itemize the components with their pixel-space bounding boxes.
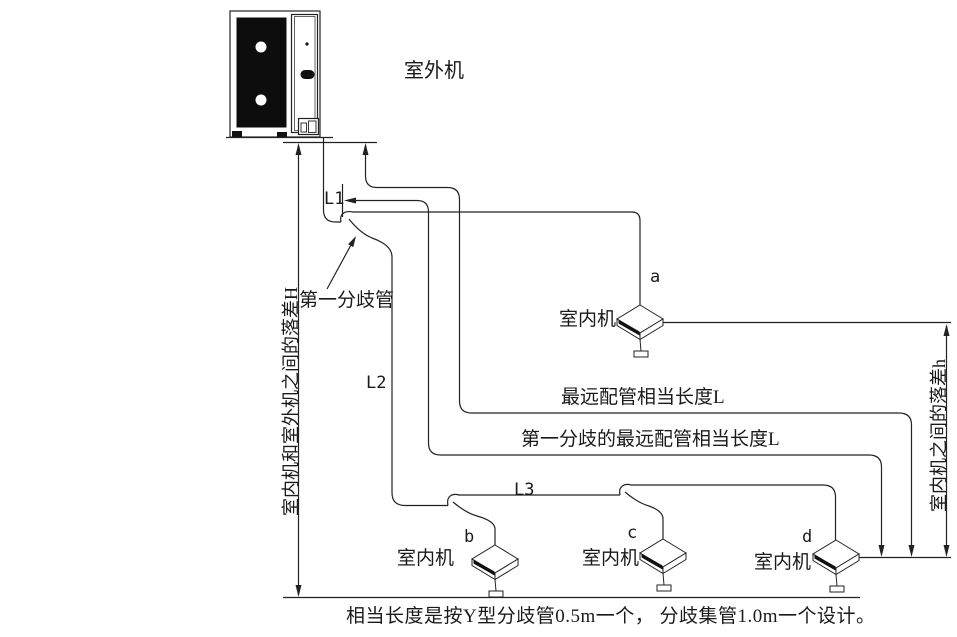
- arrowheads: [295, 143, 950, 597]
- indoor-unit-b-label: 室内机: [397, 548, 455, 569]
- outdoor-unit-label: 室外机: [404, 60, 464, 82]
- unit-c-label: c: [627, 523, 638, 543]
- dimension-lines: [297, 145, 948, 595]
- outdoor-unit-drawing: [226, 10, 333, 139]
- first-branch-leader: [326, 238, 356, 290]
- longest-pipe-label: 最远配管相当长度L: [561, 387, 725, 408]
- height-diff-indoor-units-label: 室内机之间的落差h: [929, 359, 949, 512]
- pipe-branch-to-l2-l3-d: [348, 218, 837, 540]
- segment-l2-label: L2: [366, 373, 387, 393]
- unit-b-label: b: [464, 527, 475, 547]
- segment-l1-label: L1: [324, 189, 345, 209]
- pipes: [322, 138, 837, 545]
- first-branch-longest-pipe-path: [347, 199, 883, 554]
- unit-a-label: a: [650, 267, 661, 287]
- indoor-unit-b-drawing: [471, 544, 519, 598]
- indoor-unit-a-drawing: [616, 304, 664, 358]
- indoor-unit-d-drawing: [812, 539, 860, 593]
- indoor-unit-c-drawing: [639, 538, 687, 592]
- unit-d-label: d: [802, 527, 813, 547]
- measurement-paths: [326, 145, 913, 554]
- longest-pipe-path: [364, 145, 913, 554]
- indoor-unit-d-label: 室内机: [754, 552, 812, 573]
- pipe-branch-to-b: [452, 501, 496, 545]
- first-branch-longest-pipe-label: 第一分歧的最远配管相当长度L: [521, 429, 780, 450]
- pipe-outdoor-to-branch-to-a: [322, 138, 641, 305]
- footnote-text: 相当长度是按Y型分歧管0.5m一个， 分歧集管1.0m一个设计。: [346, 606, 876, 627]
- segment-l3-label: L3: [514, 480, 535, 500]
- reference-lines: [283, 141, 951, 599]
- indoor-unit-a-label: 室内机: [559, 309, 617, 330]
- first-branch-label: 第一分歧管: [299, 290, 395, 311]
- height-diff-outdoor-indoor-label: 室内机和室外机之间的落差H: [281, 287, 301, 516]
- indoor-unit-c-label: 室内机: [582, 548, 640, 569]
- pipe-branch-to-c: [624, 491, 664, 539]
